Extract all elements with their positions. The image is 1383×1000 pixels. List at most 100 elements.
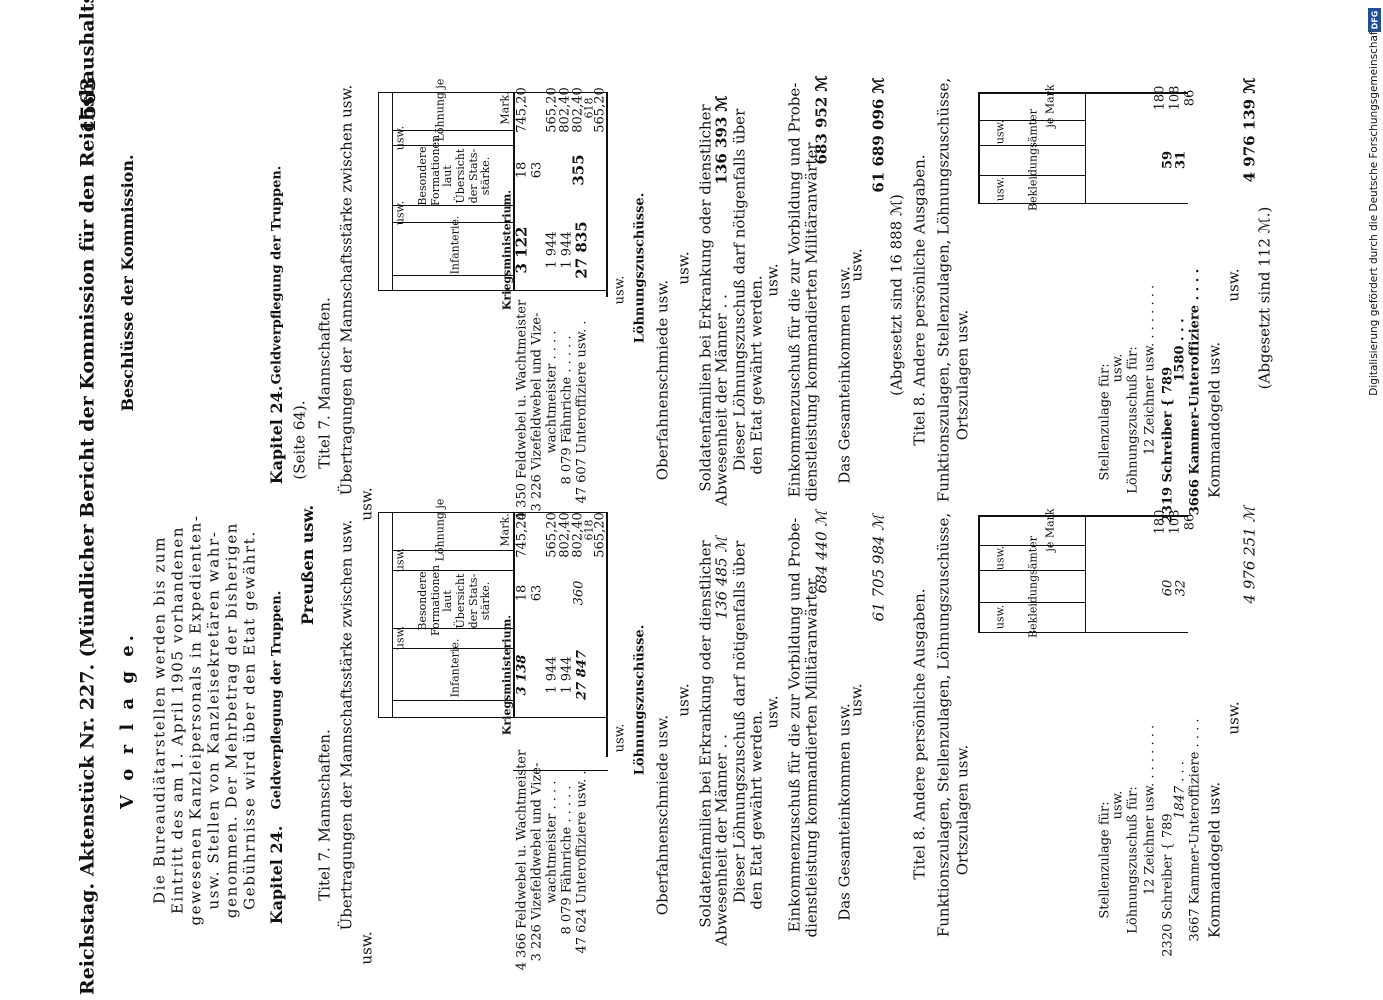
uebertrag-line-1-right: Übertragungen der Mannschaftsstärke zwis… xyxy=(337,84,356,496)
intro-line-2: Eintritt des am 1. April 1905 vorhandene… xyxy=(168,525,187,915)
loehnung-heading-right: Löhnungszuschüsse. xyxy=(632,192,648,344)
intro-line-1: Die Bureaudiätarstellen werden bis zum xyxy=(150,535,169,905)
intro-line-5: genommen. Der Mehrbetrag der bisherigen xyxy=(222,521,241,919)
t2-col-usw-2: usw. xyxy=(993,545,1007,571)
gesamt-line-right: Das Gesamteinkommen usw. xyxy=(835,266,854,484)
inf-value-2: 1 944 xyxy=(544,656,560,694)
row-label-1: 4 366 Feldwebel u. Wachtmeister xyxy=(514,749,530,971)
col-loehnung: Löhnung je xyxy=(433,498,447,562)
mark-value-1-right: 745,20 xyxy=(514,87,530,133)
soldaten-line-2: Abwesenheit der Männer . . xyxy=(712,734,731,946)
col-besondere: Besondere Formationen laut Übersicht der… xyxy=(416,564,493,636)
t2-col-je-mark: je Mark xyxy=(1043,508,1057,552)
intro-line-4: usw. Stellen von Kanzleisekretären wahr- xyxy=(204,530,223,910)
final-amount-right: 4 976 139 ℳ xyxy=(1240,77,1259,183)
einkommen-line-2: dienstleistung kommandierten Militäranwä… xyxy=(802,578,821,938)
intro-line-6: Gebührnisse wird über den Etat gewährt. xyxy=(240,530,259,910)
kapitel-label: Kapitel 24. xyxy=(267,825,286,925)
stellen-line-2: usw. xyxy=(1110,790,1126,820)
kapitel-title-right: Geldverpflegung der Truppen. xyxy=(269,165,285,385)
soldaten-line-2-right: Abwesenheit der Männer . . xyxy=(712,294,731,506)
soldaten-line-5: usw. xyxy=(763,695,782,729)
usw-end-right: usw. xyxy=(1224,268,1243,302)
vorlage-heading: V o r l a g e. xyxy=(117,631,138,809)
inf-value-4-right: 27 835 xyxy=(572,221,591,279)
mark-value-6-right: 565,20 xyxy=(592,87,608,133)
bekl-value-2: 32 xyxy=(1173,579,1189,597)
soldaten-line-1-right: Soldatenfamilien bei Erkrankung oder die… xyxy=(696,104,715,492)
seite-ref: (Seite 64). xyxy=(290,400,309,480)
t2-col-bekleidung-right: Bekleidungsämter xyxy=(1026,109,1040,211)
abgesetzt-2: (Abgesetzt sind 112 ℳ.) xyxy=(1255,206,1274,390)
gesamt-usw: usw. xyxy=(847,683,866,717)
kapitel-title: Geldverpflegung der Truppen. xyxy=(269,590,285,810)
jemark-value-3: 86 xyxy=(1182,513,1198,531)
col-usw-2: usw. xyxy=(393,547,407,573)
row-label-4: 8 079 Fähnriche . . . . . xyxy=(559,785,575,935)
kommandogeld-line: Kommandogeld usw. xyxy=(1205,781,1224,939)
stellen-line-6: 1847 . . . xyxy=(1172,761,1188,819)
row-label-3: wachtmeister . . . . xyxy=(544,780,560,904)
kommandogeld-line-right: Kommandogeld usw. xyxy=(1205,341,1224,499)
digitization-credit: Digitalisierung gefördert durch die Deut… xyxy=(1367,20,1380,396)
stellen-line-7-right: 3666 Kammer-Unteroffiziere . . . . xyxy=(1187,268,1203,516)
col-loehnung-right: Löhnung je xyxy=(433,78,447,142)
intro-line-3: gewesenen Kanzleipersonals in Expediente… xyxy=(186,514,205,926)
soldaten-amount: 136 485 ℳ xyxy=(712,536,731,620)
soldaten-line-4-right: den Etat gewährt werden. xyxy=(747,275,766,475)
gesamt-usw-right: usw. xyxy=(847,248,866,282)
stellen-line-6-right: 1580 . . . xyxy=(1172,318,1188,382)
bes-value-3: 360 xyxy=(571,580,587,606)
titel7-heading: Titel 7. Mannschaften. xyxy=(315,729,334,901)
soldaten-line-5-right: usw. xyxy=(763,263,782,297)
t2-col-je-mark-right: je Mark xyxy=(1043,84,1057,128)
titel8-heading: Titel 8. Andere persönliche Ausgaben. xyxy=(910,588,929,880)
bes-value-2-right: 63 xyxy=(529,161,545,179)
row-label-3-right: wachtmeister . . . . xyxy=(544,330,560,454)
bes-value-3-right: 355 xyxy=(569,154,588,186)
funktion-line-2-right: Ortszulagen usw. xyxy=(953,309,972,441)
ober-line-1: Oberfahnenschmiede usw. xyxy=(653,714,672,916)
col-mark-right: Mark. xyxy=(498,91,512,125)
jemark-value-3-right: 86 xyxy=(1182,89,1198,107)
uebertrag-line-2-right: usw. xyxy=(357,487,376,521)
bes-value-2: 63 xyxy=(529,584,545,602)
bekl-value-2-right: 31 xyxy=(1173,150,1189,170)
funktion-line-1: Funktionszulagen, Stellenzulagen, Löhnun… xyxy=(934,512,953,938)
einkommen-amount: 684 440 ℳ xyxy=(812,510,831,594)
stellen-line-5: 2320 Schreiber { 789 xyxy=(1160,813,1176,957)
titel8-heading-right: Titel 8. Andere persönliche Ausgaben. xyxy=(910,154,929,446)
usw-end: usw. xyxy=(1224,701,1243,735)
soldaten-line-3-right: Dieser Löhnungszuschuß darf nötigenfalls… xyxy=(730,108,749,472)
jemark-value-1-right: 180 xyxy=(1152,85,1168,111)
ober-line-2-right: usw. xyxy=(674,251,693,285)
page-number: 1563 xyxy=(76,77,100,133)
gesamt-line: Das Gesamteinkommen usw. xyxy=(835,703,854,921)
t2-col-usw-2-right: usw. xyxy=(993,119,1007,145)
col-usw-right: usw. xyxy=(393,200,407,226)
col-kriegsministerium-right: Kriegsministerium. xyxy=(500,189,514,311)
col-mark: Mark. xyxy=(498,513,512,547)
stellen-line-2-right: usw. xyxy=(1110,353,1126,383)
usw-after-table: usw. xyxy=(612,723,628,753)
abgesetzt-1: (Abgesetzt sind 16 888 ℳ) xyxy=(887,194,906,396)
soldaten-line-4: den Etat gewährt werden. xyxy=(747,710,766,910)
gesamt-amount: 61 705 984 ℳ xyxy=(869,514,888,622)
col-usw-2-right: usw. xyxy=(393,125,407,151)
row-label-2: 3 226 Vizefeldwebel und Vize- xyxy=(529,762,545,962)
inf-value-2-right: 1 944 xyxy=(544,231,560,269)
inf-value-1: 3 138 xyxy=(514,654,530,696)
row-label-1-right: 4 350 Feldwebel u. Wachtmeister xyxy=(514,299,530,521)
kapitel-label-right: Kapitel 24. xyxy=(267,385,286,485)
stellen-line-4-right: 12 Zeichner usw. . . . . . . . xyxy=(1142,284,1158,456)
col-infanterie-right: Infanterie. xyxy=(448,215,462,275)
loehnung-heading: Löhnungszuschüsse. xyxy=(632,624,648,776)
t2-col-bekleidung: Bekleidungsämter xyxy=(1026,536,1040,638)
stellen-line-5-right: 2319 Schreiber { 789 xyxy=(1160,366,1176,524)
inf-value-3: 1 944 xyxy=(559,656,575,694)
dfg-logo: DFG xyxy=(1368,8,1381,32)
usw-after-table-right: usw. xyxy=(612,275,628,305)
einkommen-line-2-right: dienstleistung kommandierten Militäranwä… xyxy=(802,142,821,502)
col-usw: usw. xyxy=(393,625,407,651)
inf-value-4: 27 847 xyxy=(574,650,590,700)
